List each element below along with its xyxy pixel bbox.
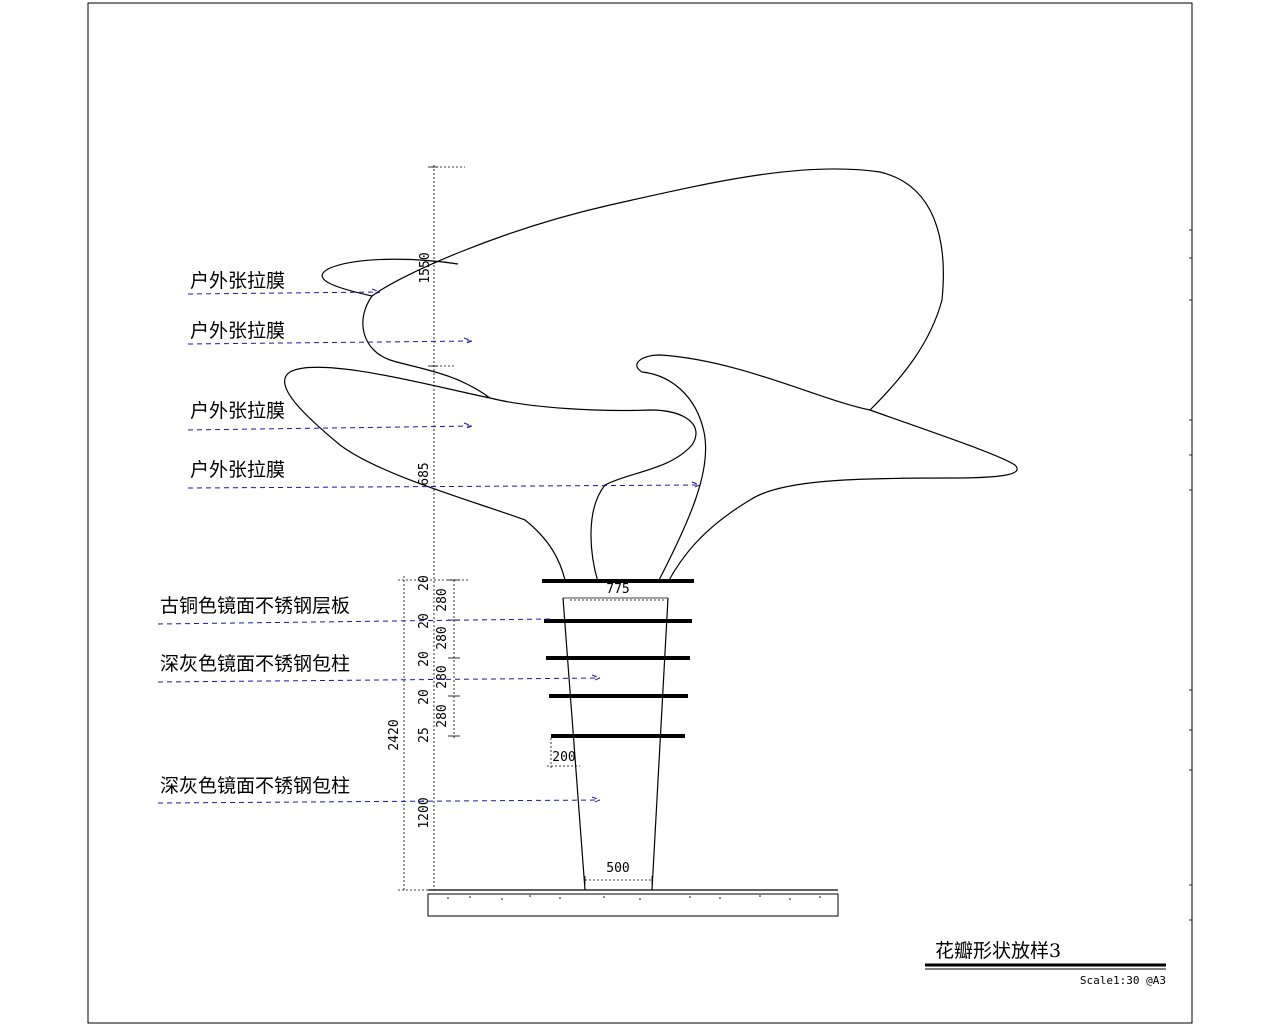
ground-hatch-specks xyxy=(447,895,821,900)
label-column-clad-2: 深灰色镜面不锈钢包柱 xyxy=(160,775,350,797)
annotation-column-clad-2: 深灰色镜面不锈钢包柱 xyxy=(157,775,602,804)
dim-685: 685 xyxy=(417,462,432,485)
dim-1550: 1550 xyxy=(418,252,433,283)
column xyxy=(562,597,669,891)
dim-shelf-280c: 280 xyxy=(435,665,450,688)
dim-775: 775 xyxy=(606,582,629,597)
vertical-dimension-main: 1550 685 xyxy=(417,165,465,890)
vertical-dimension-column: 2420 1200 xyxy=(387,576,468,891)
annotation-shelf-board: 古铜色镜面不锈钢层板 xyxy=(157,595,551,625)
column-right-edge xyxy=(651,597,669,891)
dim-1200: 1200 xyxy=(417,797,432,828)
column-left-edge xyxy=(562,597,586,891)
label-membrane-2: 户外张拉膜 xyxy=(190,320,285,342)
shelf-spacing-dimensions: 20 280 20 280 20 280 20 280 25 xyxy=(417,575,460,743)
dim-shelf-25: 25 xyxy=(417,727,432,743)
dim-top-width: 775 xyxy=(570,582,666,601)
dim-shelf-overhang: 200 xyxy=(547,738,580,770)
label-shelf-board: 古铜色镜面不锈钢层板 xyxy=(160,595,350,617)
label-membrane-4: 户外张拉膜 xyxy=(190,459,285,481)
label-membrane-1: 户外张拉膜 xyxy=(190,270,285,292)
label-membrane-3: 户外张拉膜 xyxy=(190,400,285,422)
drawing-scale: Scale1:30 @A3 xyxy=(1080,974,1166,987)
annotation-membrane-2: 户外张拉膜 xyxy=(187,320,474,345)
petal-stem xyxy=(636,354,1018,583)
annotation-column-clad-1: 深灰色镜面不锈钢包柱 xyxy=(157,653,602,683)
stainless-shelves xyxy=(542,579,694,738)
dim-shelf-280b: 280 xyxy=(435,626,450,649)
frame-edge-ticks xyxy=(1189,229,1192,921)
drawing-title: 花瓣形状放样3 xyxy=(935,940,1061,962)
label-column-clad-1: 深灰色镜面不锈钢包柱 xyxy=(160,653,350,675)
dim-shelf-20b: 20 xyxy=(417,613,432,629)
annotation-membrane-4: 户外张拉膜 xyxy=(187,459,702,489)
title-block: 花瓣形状放样3 Scale1:30 @A3 xyxy=(925,940,1166,987)
dim-500: 500 xyxy=(606,861,629,876)
annotation-membrane-3: 户外张拉膜 xyxy=(187,400,474,431)
annotation-membrane-1: 户外张拉膜 xyxy=(187,270,382,296)
dim-base-width: 500 xyxy=(584,861,653,884)
dim-200: 200 xyxy=(552,750,575,765)
petal-middle-top xyxy=(489,397,697,583)
dim-shelf-20c: 20 xyxy=(417,651,432,667)
dim-shelf-20d: 20 xyxy=(417,689,432,705)
dim-shelf-20a: 20 xyxy=(417,575,432,591)
petal-outlines xyxy=(284,168,1018,583)
petal-middle xyxy=(284,366,566,581)
dim-shelf-280a: 280 xyxy=(435,588,450,611)
petal-upper xyxy=(321,168,944,411)
petal-upper-inner xyxy=(362,295,491,399)
dim-shelf-280d: 280 xyxy=(435,704,450,727)
ground-slab xyxy=(427,889,839,917)
drawing-frame xyxy=(87,2,1193,1024)
dim-2420: 2420 xyxy=(387,719,402,750)
